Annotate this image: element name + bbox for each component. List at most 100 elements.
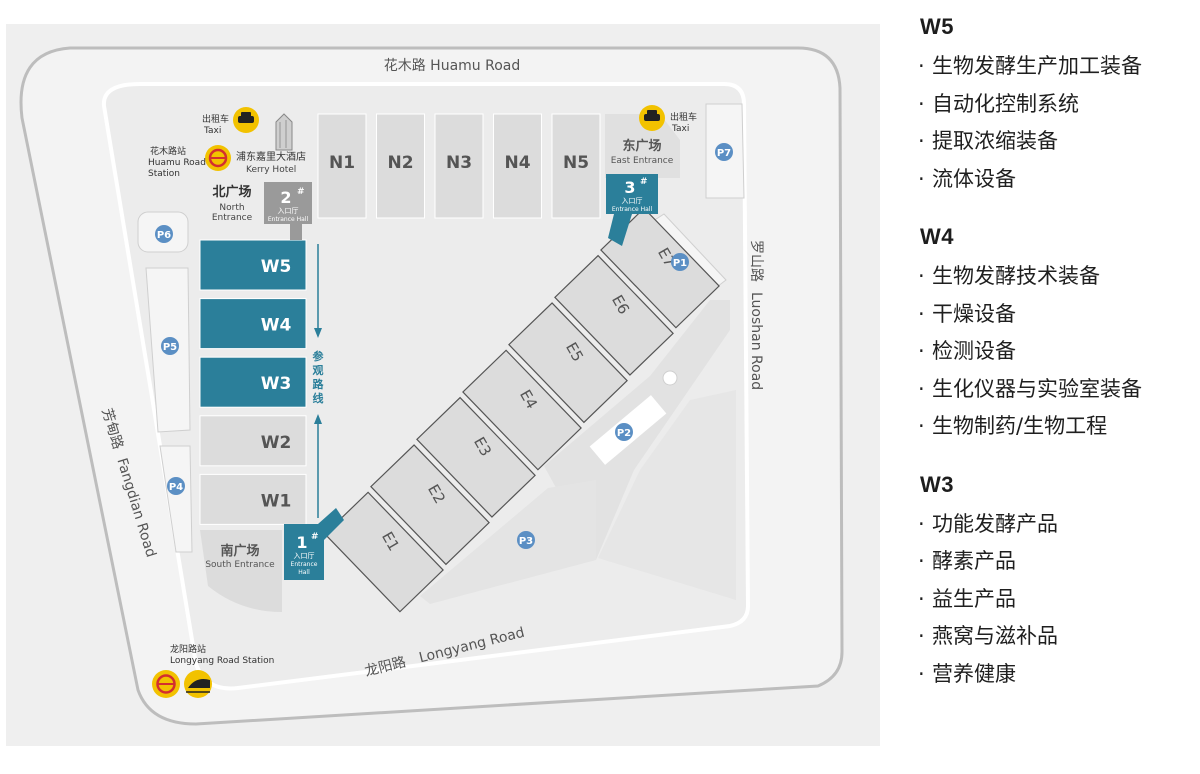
- entrance-1-hall-en-2: Hall: [298, 569, 310, 576]
- metro-icon-ring: [208, 148, 228, 168]
- bullet: ·: [918, 54, 925, 78]
- bullet: ·: [918, 414, 925, 438]
- hall-e6-shape: [554, 254, 674, 376]
- entrance-3-hall-cn: 入口厅: [622, 197, 643, 205]
- bullet: ·: [918, 624, 925, 648]
- legend-item-text: 功能发酵产品: [932, 511, 1058, 536]
- bullet: ·: [918, 511, 925, 536]
- hall-e3-shape: [416, 396, 536, 518]
- hall-w5-label: W5: [261, 257, 292, 277]
- hall-w4-label: W4: [261, 316, 292, 336]
- entrance-3-hall-en: Entrance Hall: [612, 206, 653, 213]
- legend-item-text: 提取浓缩装备: [932, 129, 1058, 153]
- route-arrowhead-up: [314, 414, 322, 424]
- north-plaza-en-2: Entrance: [212, 213, 253, 223]
- south-plaza: [200, 530, 282, 612]
- legend-item: ·干燥设备: [918, 296, 1198, 334]
- legend-item: · 生物发酵生产加工装备: [918, 48, 1198, 86]
- huamu-station-en-1: Huamu Road: [148, 158, 206, 168]
- east-plaza-patch: [605, 114, 680, 178]
- entrance-1-block[interactable]: [284, 524, 324, 580]
- parking-p4-label: P4: [169, 482, 183, 493]
- road-east-cn-label: 罗山路: [748, 240, 764, 282]
- legend-item-text: 生物发酵技术装备: [932, 264, 1100, 288]
- taxi-ne-cn: 出租车: [670, 111, 697, 123]
- hall-e4[interactable]: E4: [462, 349, 582, 471]
- hall-w3-label: W3: [261, 374, 292, 394]
- hall-n1[interactable]: [317, 113, 367, 219]
- kerry-en: Kerry Hotel: [246, 165, 296, 175]
- metro-icon-ring: [156, 674, 176, 694]
- hall-n5[interactable]: [551, 113, 601, 219]
- hall-e6[interactable]: E6: [554, 254, 674, 376]
- legend-item: · 燕窝与滋补品: [918, 618, 1198, 656]
- parking-p1-badge: [671, 253, 689, 271]
- parking-p2-badge: [615, 423, 633, 441]
- legend-list: ·生物发酵技术装备·干燥设备·检测设备·生化仪器与实验室装备·生物制药/生物工程: [918, 258, 1198, 446]
- hall-e1[interactable]: E1: [324, 491, 444, 613]
- route-label-4: 线: [313, 391, 324, 405]
- entrance-3-connector: [608, 214, 632, 246]
- legend-list: ·功能发酵产品·酵素产品·益生产品·燕窝与滋补品·营养健康: [918, 506, 1198, 694]
- longyang-station-cn: 龙阳路站: [170, 643, 206, 655]
- legend-item-text: 生化仪器与实验室装备: [932, 376, 1142, 401]
- parking-p4-badge: [167, 477, 185, 495]
- legend-group-w5: W5·生物发酵生产加工装备·自动化控制系统·提取浓缩装备·流体设备: [918, 14, 1198, 198]
- p3-area: [420, 480, 596, 604]
- hall-e5-shape: [508, 302, 628, 424]
- bullet: ·: [918, 301, 925, 326]
- entrance-1-hall-cn: 入口厅: [294, 552, 315, 560]
- entrance-2-number: 2: [280, 188, 291, 207]
- taxi-icon-car: [644, 114, 660, 121]
- legend-item-text: 自动化控制系统: [932, 91, 1079, 116]
- bullet: ·: [918, 549, 925, 573]
- legend-item: ·生物制药/生物工程: [918, 408, 1198, 446]
- entrance-2-connector: [290, 224, 302, 240]
- legend-item: ·检测设备: [918, 333, 1198, 371]
- hall-w2[interactable]: [199, 415, 307, 467]
- entrance-3-block[interactable]: [606, 174, 658, 214]
- parking-p6-label: P6: [157, 230, 171, 241]
- legend-title: W4: [920, 224, 954, 249]
- legend-item: · 生化仪器与实验室装备: [918, 371, 1198, 409]
- legend-item-text: 检测设备: [932, 339, 1016, 363]
- hall-e2-shape: [370, 444, 490, 566]
- hall-n2[interactable]: [376, 113, 425, 219]
- parking-p1-label: P1: [673, 258, 687, 269]
- north-plaza-cn: 北广场: [212, 184, 251, 200]
- hall-w5[interactable]: [199, 239, 307, 291]
- hall-e2[interactable]: E2: [370, 444, 490, 566]
- hall-n4[interactable]: [493, 113, 542, 219]
- legend-item: · 提取浓缩装备: [918, 123, 1198, 161]
- hall-w4[interactable]: [199, 298, 307, 350]
- south-plaza-cn: 南广场: [220, 543, 259, 559]
- legend-item-text: 生物发酵生产加工装备: [932, 54, 1142, 78]
- bullet: ·: [918, 376, 925, 401]
- hotel-icon: [275, 113, 293, 151]
- bullet: ·: [918, 129, 925, 153]
- p2-roundabout: [662, 370, 678, 386]
- legend-item-text: 燕窝与滋补品: [932, 624, 1058, 648]
- hall-e3[interactable]: E3: [416, 396, 536, 518]
- legend-group-w4: W4·生物发酵技术装备·干燥设备·检测设备·生化仪器与实验室装备·生物制药/生物…: [918, 224, 1198, 446]
- hall-w1[interactable]: [199, 473, 307, 525]
- bullet: ·: [918, 91, 925, 116]
- route-label-2: 观: [313, 364, 324, 377]
- entrance-2-block[interactable]: [264, 182, 312, 224]
- hall-w3[interactable]: [199, 356, 307, 408]
- hall-e5[interactable]: E5: [508, 302, 628, 424]
- entrance-1-sup: #: [311, 532, 319, 542]
- legend-item-text: 益生产品: [932, 586, 1016, 611]
- legend-list: ·生物发酵生产加工装备·自动化控制系统·提取浓缩装备·流体设备: [918, 48, 1198, 198]
- taxi-icon-roof: [241, 112, 251, 117]
- hall-n3[interactable]: [434, 113, 484, 219]
- bullet: ·: [918, 661, 925, 686]
- hall-n1-label: N1: [329, 153, 355, 173]
- legend-item: ·生物发酵技术装备: [918, 258, 1198, 296]
- bullet: ·: [918, 166, 925, 191]
- entrance-2-hall-en: Entrance Hall: [268, 216, 309, 223]
